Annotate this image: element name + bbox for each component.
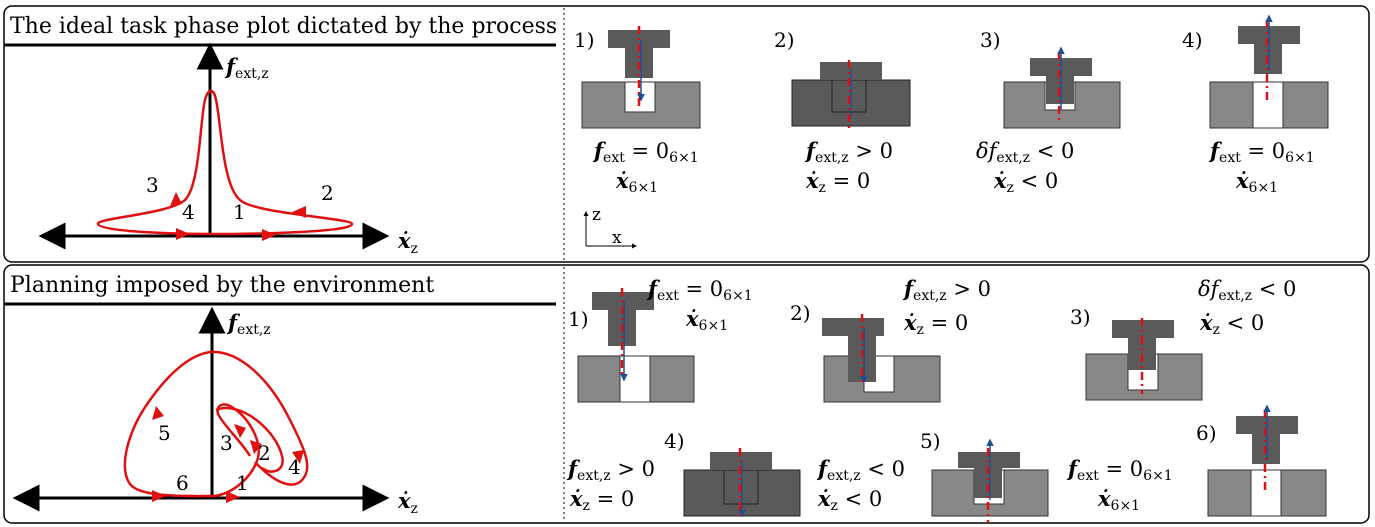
top-step-2: 2) fext,z > 0 ẋz = 0 bbox=[774, 28, 911, 196]
bottom-step-1-id: 1) bbox=[568, 307, 589, 331]
top-curve-arrow-3 bbox=[170, 192, 182, 206]
top-curve-arrow-1 bbox=[262, 229, 276, 241]
bottom-step-4-id: 4) bbox=[664, 429, 685, 453]
bottom-curve-label-1: 1 bbox=[236, 471, 249, 495]
top-step-3-eq2: ẋz < 0 bbox=[993, 168, 1058, 196]
top-y-axis-label: fext,z bbox=[224, 54, 269, 82]
top-curve-label-3: 3 bbox=[146, 173, 159, 197]
top-step-4: 4) fext = 06×1 ẋ6×1 bbox=[1182, 14, 1329, 196]
top-step-3: 3) δfext,z < 0 ẋz < 0 bbox=[976, 28, 1121, 196]
bottom-curve-inner bbox=[213, 403, 260, 498]
bottom-step-5-eq1: fext,z < 0 bbox=[816, 456, 905, 484]
top-step-2-eq2: ẋz = 0 bbox=[805, 168, 870, 196]
top-step-3-id: 3) bbox=[980, 28, 1001, 52]
bottom-curve-label-5: 5 bbox=[158, 421, 171, 445]
bottom-step-5-eq2: ẋz < 0 bbox=[817, 486, 882, 514]
bottom-panel-border bbox=[3, 264, 1370, 524]
bottom-step-4-eq1: fext,z > 0 bbox=[566, 456, 655, 484]
top-panel: The ideal task phase plot dictated by th… bbox=[3, 5, 1370, 263]
bottom-curve-arrow-3 bbox=[234, 424, 246, 438]
bottom-step-1-eq2: ẋ6×1 bbox=[685, 306, 728, 334]
bottom-curve-arrow-4 bbox=[292, 450, 304, 464]
top-curve-label-4: 4 bbox=[182, 200, 195, 224]
frame-z-label: z bbox=[592, 205, 601, 225]
bottom-step-5: fext,z < 0 ẋz < 0 5) bbox=[816, 429, 1049, 522]
bottom-step-1-eq1: fext = 06×1 bbox=[646, 276, 753, 304]
bottom-step-3-eq1: δfext,z < 0 bbox=[1198, 277, 1296, 304]
bottom-step-2-id: 2) bbox=[790, 301, 811, 325]
top-curve-label-2: 2 bbox=[321, 181, 334, 205]
top-step-2-eq1: fext,z > 0 bbox=[804, 138, 893, 166]
bottom-curve-label-6: 6 bbox=[176, 471, 189, 495]
bottom-step-6-id: 6) bbox=[1196, 421, 1217, 445]
bottom-curve-outer bbox=[123, 350, 309, 498]
top-curve-arrow-4 bbox=[176, 228, 190, 240]
bottom-step-3-peg-head bbox=[1112, 320, 1174, 338]
top-curve-label-1: 1 bbox=[233, 200, 246, 224]
bottom-step-6: fext = 06×1 ẋ6×1 6) bbox=[1066, 404, 1327, 517]
bottom-curve-arrow-6 bbox=[152, 490, 166, 502]
bottom-step-2-peg-head bbox=[822, 318, 884, 336]
bottom-step-2-eq2: ẋz = 0 bbox=[903, 310, 968, 338]
top-title: The ideal task phase plot dictated by th… bbox=[10, 14, 557, 39]
bottom-step-4-eq2: ẋz = 0 bbox=[569, 486, 634, 514]
bottom-curve-arrow-5 bbox=[152, 406, 164, 420]
top-step-1-id: 1) bbox=[574, 28, 595, 52]
bottom-step-2-eq1: fext,z > 0 bbox=[902, 276, 991, 304]
top-step-4-eq2: ẋ6×1 bbox=[1235, 168, 1278, 196]
bottom-curve-middle bbox=[215, 406, 284, 473]
bottom-panel: Planning imposed by the environment fext… bbox=[3, 264, 1370, 524]
frame-x-label: x bbox=[612, 228, 622, 248]
bottom-curve-label-3: 3 bbox=[220, 431, 233, 455]
bottom-step-2: 2) fext,z > 0 ẋz = 0 bbox=[790, 276, 991, 403]
bottom-curve-label-2: 2 bbox=[258, 441, 271, 465]
top-panel-border bbox=[3, 5, 1370, 263]
top-step-1-eq1: fext = 06×1 bbox=[592, 138, 699, 166]
bottom-x-axis-label: ẋz bbox=[397, 488, 418, 517]
top-curve-arrow-2 bbox=[292, 206, 306, 218]
bottom-step-6-hole bbox=[1250, 469, 1282, 517]
top-step-2-id: 2) bbox=[774, 28, 795, 52]
top-step-4-id: 4) bbox=[1182, 28, 1203, 52]
bottom-step-4: 4) fext,z > 0 ẋz = 0 bbox=[566, 429, 801, 520]
bottom-step-3-id: 3) bbox=[1070, 305, 1091, 329]
bottom-curve-arrow-1 bbox=[226, 491, 240, 503]
bottom-step-3-eq2: ẋz < 0 bbox=[1199, 310, 1264, 338]
top-coordinate-frame: z x bbox=[583, 205, 637, 249]
top-x-axis-label: ẋz bbox=[397, 228, 418, 257]
top-step-3-eq1: δfext,z < 0 bbox=[976, 139, 1074, 166]
bottom-step-6-eq1: fext = 06×1 bbox=[1066, 456, 1173, 484]
bottom-curve-arrow-2 bbox=[250, 440, 262, 454]
top-step-1-eq2: ẋ6×1 bbox=[615, 168, 658, 196]
bottom-title: Planning imposed by the environment bbox=[10, 273, 434, 298]
top-step-1: 1) fext = 06×1 ẋ6×1 bbox=[574, 26, 701, 196]
bottom-curve-label-4: 4 bbox=[288, 455, 301, 479]
bottom-step-5-id: 5) bbox=[920, 429, 941, 453]
top-step-4-eq1: fext = 06×1 bbox=[1208, 138, 1315, 166]
bottom-step-6-eq2: ẋ6×1 bbox=[1097, 486, 1140, 514]
bottom-step-3: 3) δfext,z < 0 ẋz < 0 bbox=[1070, 277, 1296, 401]
top-phase-curve bbox=[96, 89, 354, 236]
bottom-y-axis-label: fext,z bbox=[226, 310, 271, 338]
bottom-step-1: 1) fext = 06×1 ẋ6×1 bbox=[568, 276, 753, 403]
top-step-4-hole bbox=[1252, 81, 1284, 129]
